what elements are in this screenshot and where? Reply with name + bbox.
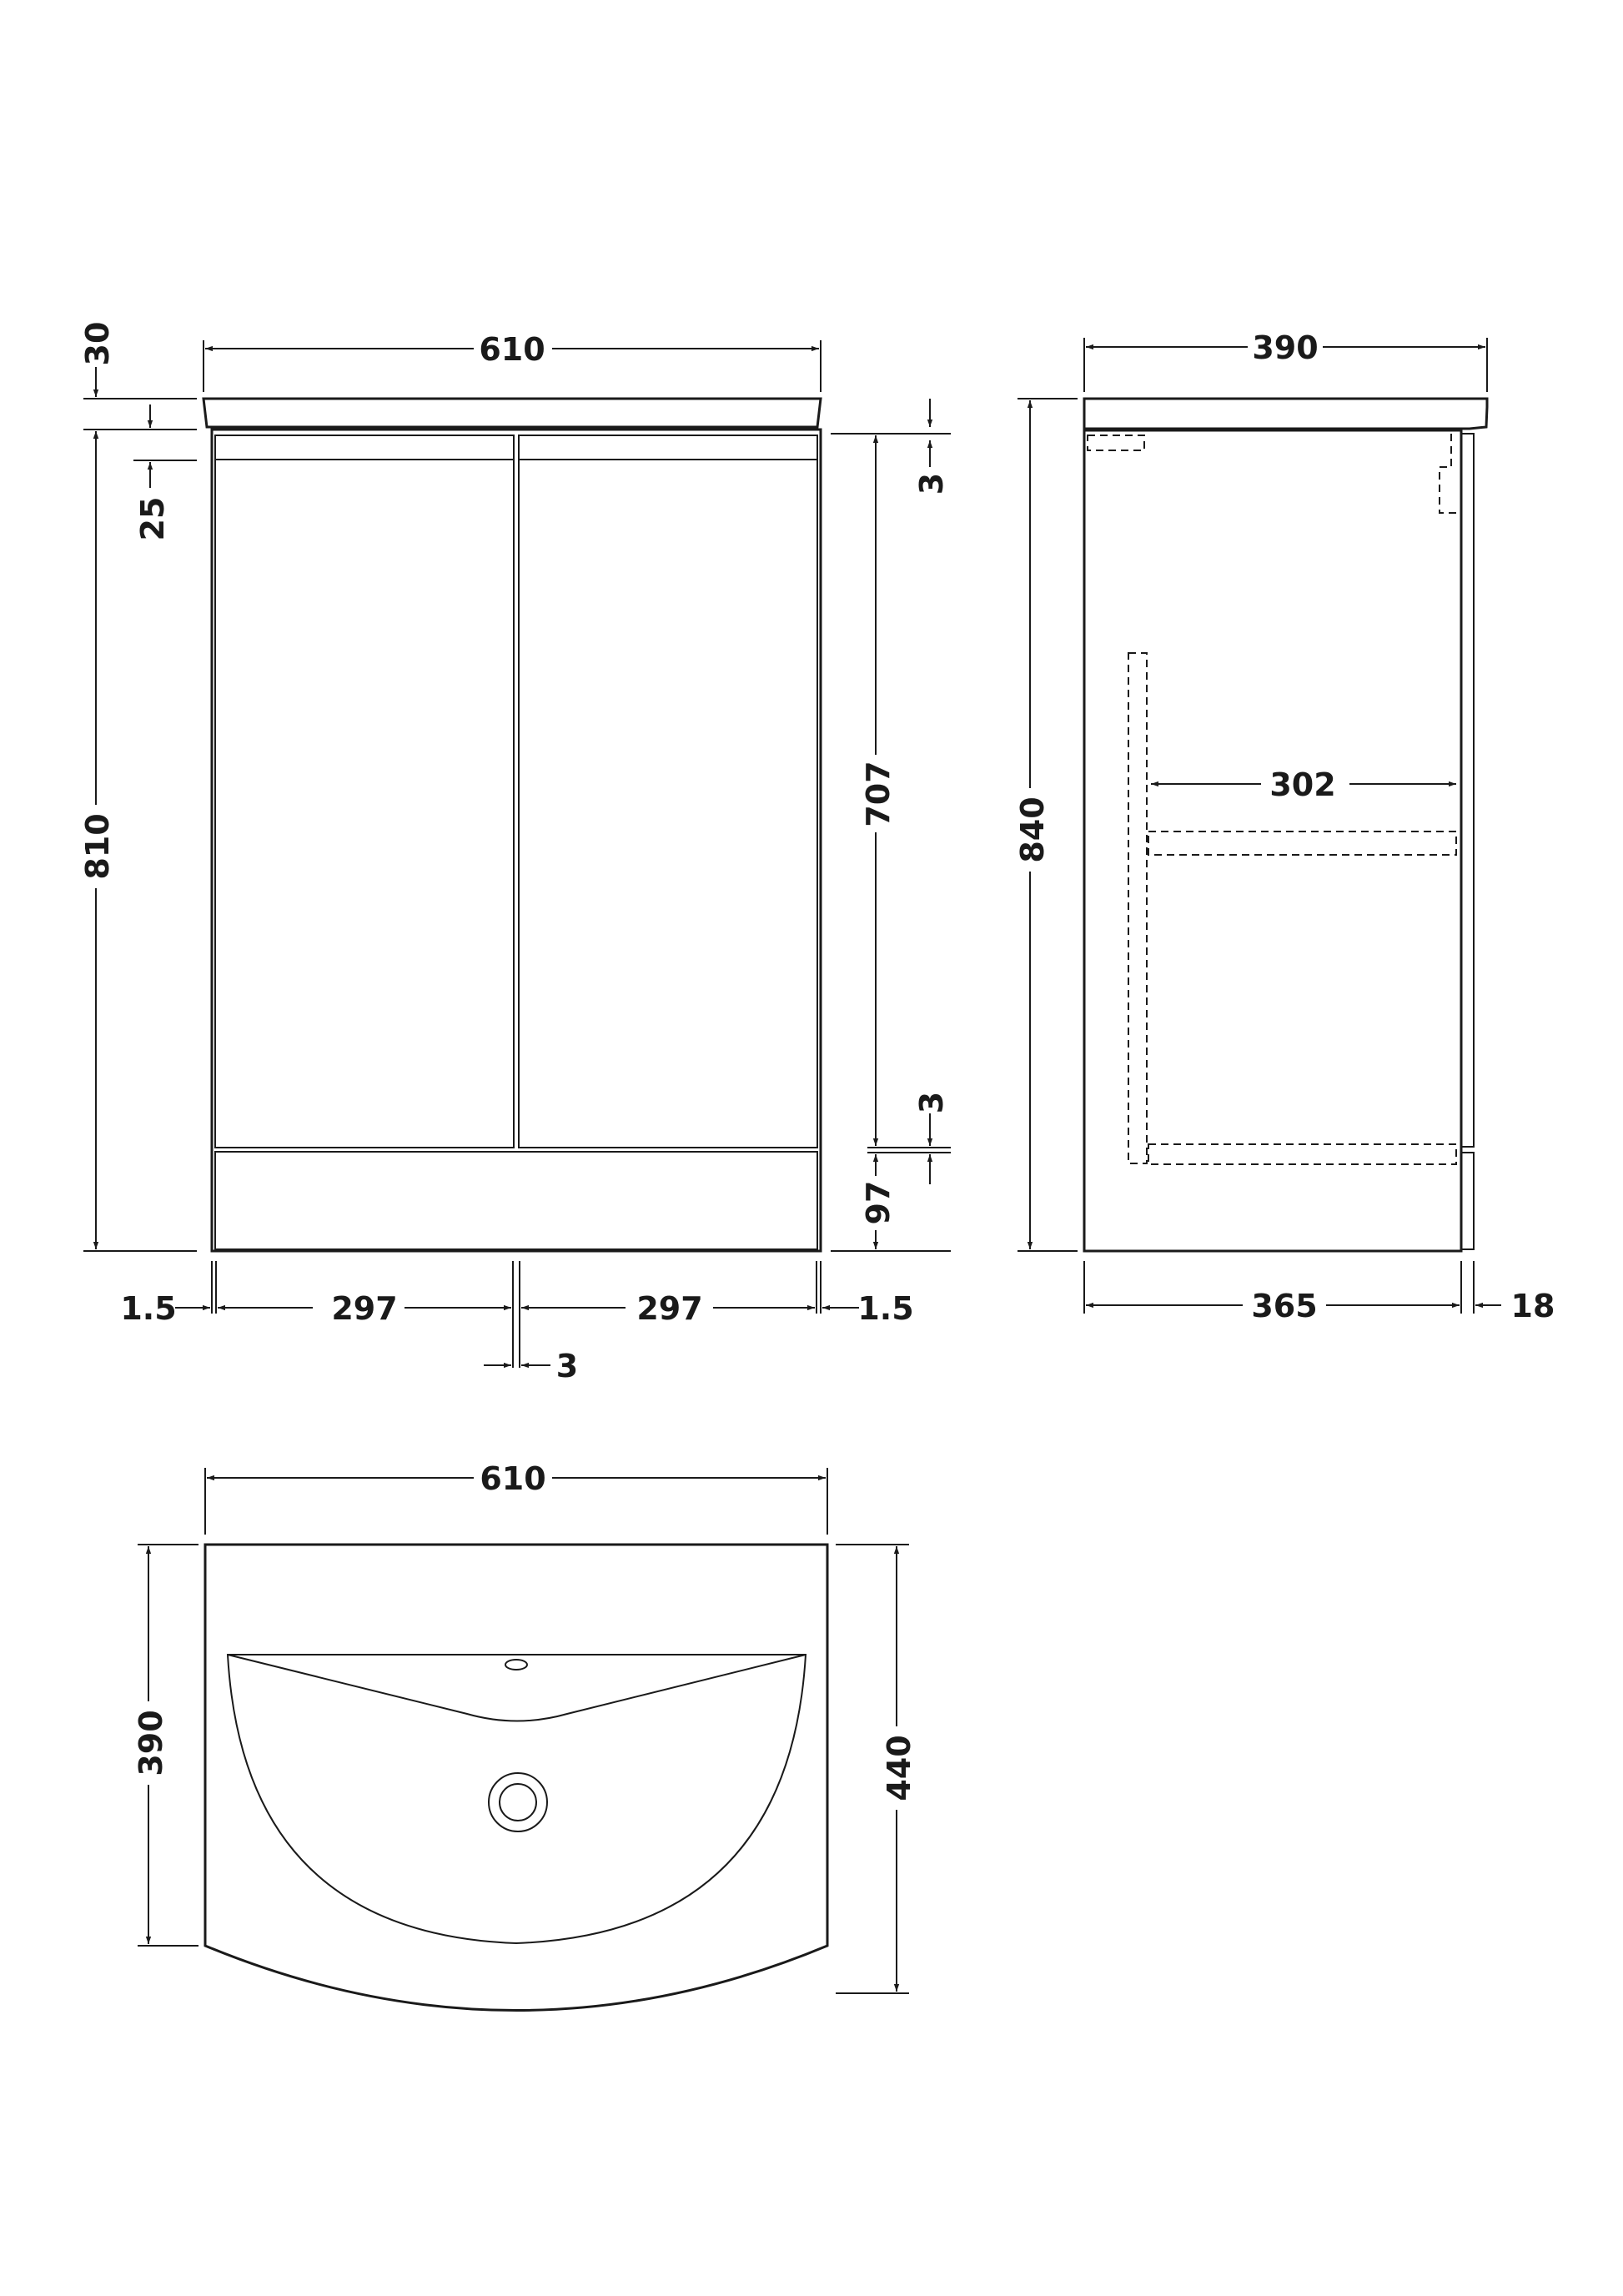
basin-outline (204, 1543, 829, 2012)
right-edge-label: 1.5 (857, 1290, 913, 1327)
basin-ledge (227, 1654, 806, 1722)
basin-depth-side-label: 390 (133, 1710, 169, 1776)
front-width-label: 610 (479, 331, 545, 368)
door-gap-label: 3 (556, 1348, 578, 1384)
left-door (214, 435, 515, 1148)
body-height-label: 810 (79, 813, 116, 879)
bottom-gap-label: 3 (913, 1092, 950, 1113)
left-edge-label: 1.5 (120, 1290, 176, 1327)
side-height-label: 840 (1014, 796, 1051, 862)
side-hidden-shelf-bottom (1148, 1143, 1457, 1165)
tap-hole (505, 1659, 528, 1671)
basin-width-label: 610 (480, 1460, 545, 1497)
side-view: 302 390 840 365 18 (1014, 329, 1555, 1324)
right-door (518, 435, 818, 1148)
side-hidden-upright (1128, 652, 1148, 1164)
rail-height-label: 25 (134, 497, 171, 541)
plinth-height-label: 97 (860, 1181, 897, 1225)
front-plinth (214, 1151, 818, 1250)
side-worktop (1083, 397, 1489, 430)
carcass-depth-label: 365 (1251, 1288, 1317, 1324)
side-door-edge (1460, 433, 1475, 1148)
side-hidden-hinge (1439, 434, 1461, 514)
basin-depth-front-label: 440 (881, 1735, 917, 1801)
basin-bowl (226, 1654, 807, 1945)
left-door-width-label: 297 (331, 1290, 397, 1327)
side-depth-label: 390 (1252, 329, 1318, 366)
front-carcass (210, 428, 822, 1253)
top-view: 610 390 440 (133, 1460, 917, 2012)
door-height-label: 707 (860, 761, 897, 826)
front-view: 610 30 25 810 3 707 3 (79, 322, 951, 1384)
front-worktop (202, 397, 822, 429)
inner-shelf-depth-label: 302 (1269, 766, 1335, 803)
side-hidden-shelf-top (1148, 831, 1457, 856)
waste-inner (499, 1783, 537, 1821)
waste-outer (488, 1772, 548, 1832)
right-door-width-label: 297 (636, 1290, 702, 1327)
side-carcass (1083, 429, 1463, 1253)
door-thickness-label: 18 (1511, 1288, 1555, 1324)
top-thickness-label: 30 (79, 322, 116, 366)
side-hidden-rail (1087, 435, 1145, 451)
top-gap-label: 3 (913, 473, 950, 495)
side-plinth-edge (1460, 1152, 1475, 1250)
